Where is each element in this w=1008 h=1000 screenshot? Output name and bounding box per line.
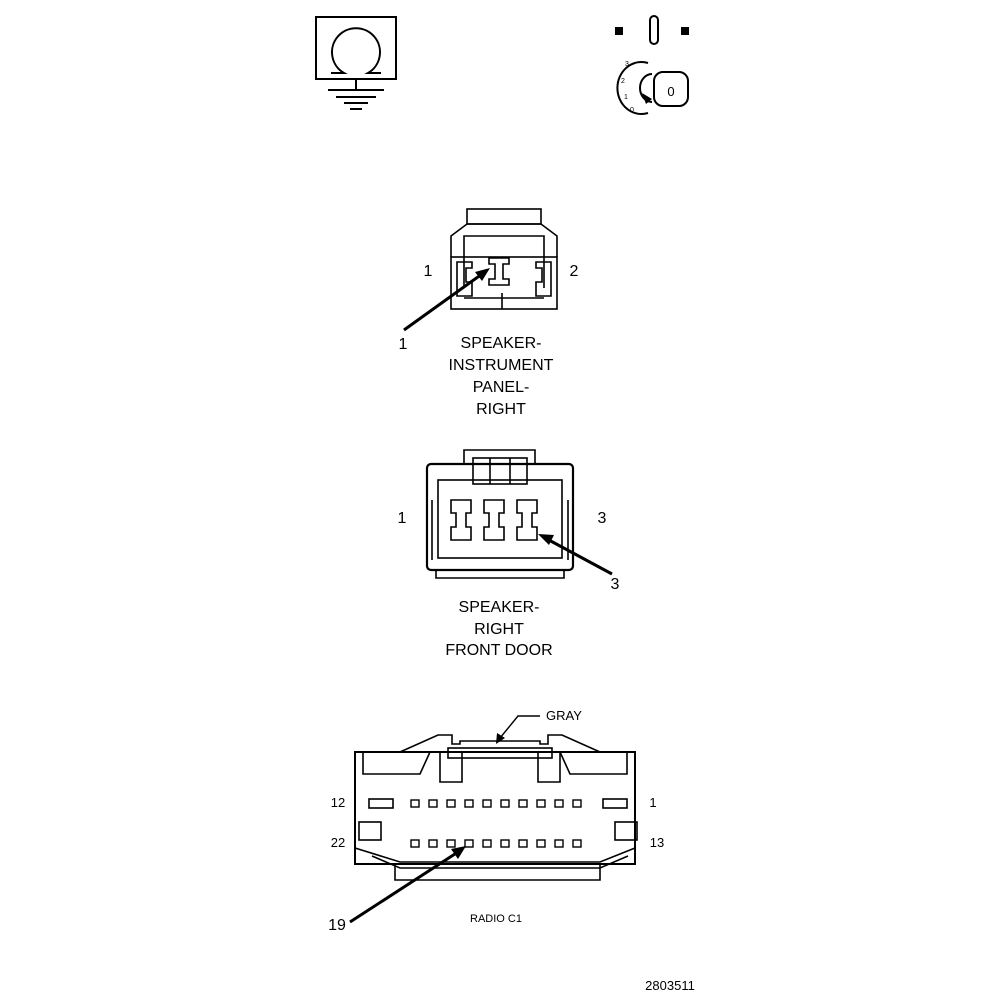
- ignition-position-2: 2: [621, 78, 625, 85]
- key-head: [653, 71, 689, 107]
- speaker-rf-door-title-line-3: FRONT DOOR: [445, 642, 552, 659]
- speaker-rf-door-pin-left: 1: [398, 510, 407, 527]
- radio-c1-callout: 19: [328, 917, 346, 934]
- speaker-ip-right-title-line-1: SPEAKER-: [461, 335, 542, 352]
- ground-speaker-icon: [315, 16, 397, 110]
- speaker-ip-right-title-line-2: INSTRUMENT: [449, 357, 554, 374]
- radio-c1-pin-row-bottom: [410, 839, 582, 848]
- indicator-square-right: [681, 27, 689, 35]
- ignition-key-icon: 0 3 2 1 0: [615, 15, 689, 115]
- radio-c1-connector: [354, 734, 638, 881]
- figure-number: 2803511: [645, 978, 695, 993]
- speaker-rf-door-title-line-1: SPEAKER-: [459, 599, 540, 616]
- speaker-ip-right-connector: [450, 208, 558, 310]
- ignition-position-0: 0: [630, 107, 634, 114]
- speaker-ip-right-pin-right: 2: [570, 263, 579, 280]
- speaker-ip-right-callout: 1: [399, 336, 408, 353]
- radio-c1-pin-row-top: [410, 799, 582, 808]
- indicator-square-left: [615, 27, 623, 35]
- speaker-rf-door-callout: 3: [611, 576, 620, 593]
- radio-c1-pin-label-22: 22: [331, 835, 345, 850]
- radio-c1-title: RADIO C1: [470, 913, 522, 925]
- speaker-ip-right-title-line-4: RIGHT: [476, 401, 526, 418]
- speaker-rf-door-callout-arrow: [538, 534, 613, 576]
- indicator-slot: [649, 15, 659, 45]
- speaker-rf-door-connector: [425, 449, 575, 579]
- radio-c1-callout-arrow: [349, 846, 466, 924]
- speaker-rf-door-title-line-2: RIGHT: [474, 621, 524, 638]
- radio-c1-color-label: GRAY: [546, 708, 582, 723]
- radio-c1-color-leader: [496, 715, 540, 744]
- ignition-position-1: 1: [624, 94, 628, 101]
- radio-c1-pin-label-13: 13: [650, 835, 664, 850]
- key-label: 0: [667, 84, 674, 99]
- speaker-ip-right-title-line-3: PANEL-: [473, 379, 530, 396]
- ignition-position-3: 3: [625, 61, 629, 68]
- speaker-ip-right-callout-arrow: [403, 268, 490, 332]
- speaker-ip-right-pin-left: 1: [424, 263, 433, 280]
- radio-c1-pin-label-12: 12: [331, 795, 345, 810]
- radio-c1-pin-label-1: 1: [649, 795, 656, 810]
- speaker-rf-door-pin-right: 3: [598, 510, 607, 527]
